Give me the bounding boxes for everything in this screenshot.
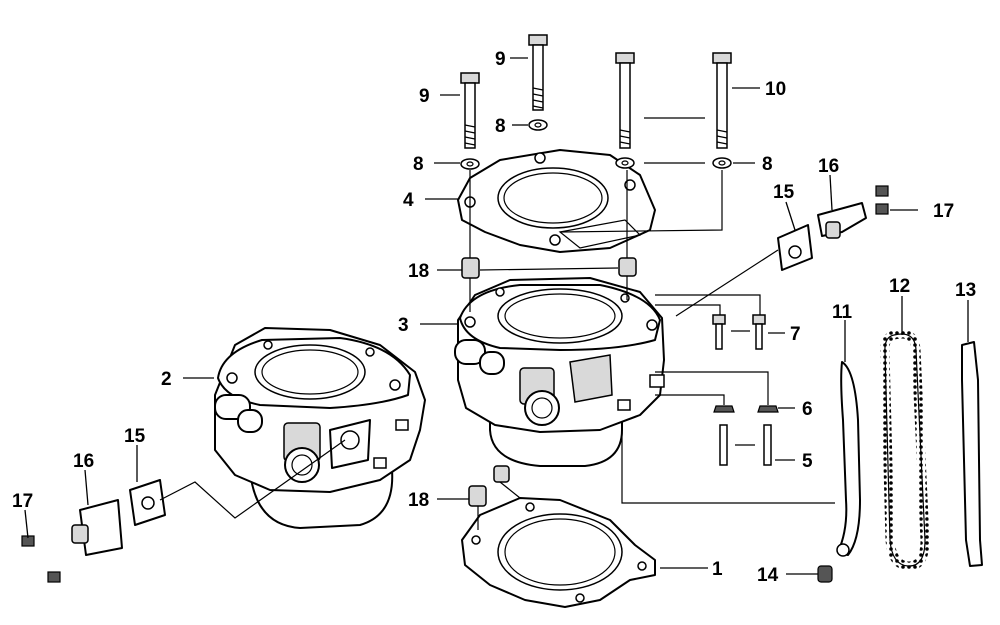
callout-11: 11 xyxy=(832,302,853,323)
guide-bolt xyxy=(817,565,833,583)
callout-8a: 8 xyxy=(413,154,424,175)
front-cylinder xyxy=(454,277,665,467)
callout-17a: 17 xyxy=(933,201,954,222)
callout-9b: 9 xyxy=(495,49,506,70)
base-gasket xyxy=(461,497,656,608)
callout-16a: 16 xyxy=(818,156,839,177)
callout-18b: 18 xyxy=(408,490,429,511)
callout-1: 1 xyxy=(712,559,723,580)
head-bolts xyxy=(460,34,732,149)
callout-14: 14 xyxy=(757,565,779,586)
callout-8b: 8 xyxy=(495,116,506,137)
callout-4: 4 xyxy=(403,190,414,211)
small-fasteners xyxy=(712,314,779,466)
callout-3: 3 xyxy=(398,315,409,336)
callout-6: 6 xyxy=(802,399,813,420)
head-gasket xyxy=(457,149,656,253)
callout-12: 12 xyxy=(889,276,910,297)
rear-cylinder xyxy=(214,327,426,529)
callout-5: 5 xyxy=(802,451,813,472)
leader-lines xyxy=(24,57,969,575)
callout-13: 13 xyxy=(955,280,976,301)
callout-9a: 9 xyxy=(419,86,430,107)
cam-chain xyxy=(880,329,930,571)
tensioner-left xyxy=(21,479,166,583)
callout-labels: 1 2 3 4 5 6 7 8 8 8 9 9 10 11 12 13 14 1… xyxy=(12,49,976,586)
callout-2: 2 xyxy=(161,369,172,390)
callout-10: 10 xyxy=(765,79,786,100)
tensioner-right xyxy=(777,185,889,271)
chain-guide-rear xyxy=(961,341,983,567)
chain-guide-front xyxy=(836,361,861,557)
dowel-pins xyxy=(461,257,637,507)
callout-7: 7 xyxy=(790,324,801,345)
callout-15b: 15 xyxy=(124,426,146,447)
callout-8c: 8 xyxy=(762,154,773,175)
callout-15a: 15 xyxy=(773,182,795,203)
callout-16b: 16 xyxy=(73,451,94,472)
washers xyxy=(460,119,732,170)
callout-17b: 17 xyxy=(12,491,33,512)
callout-18a: 18 xyxy=(408,261,429,282)
